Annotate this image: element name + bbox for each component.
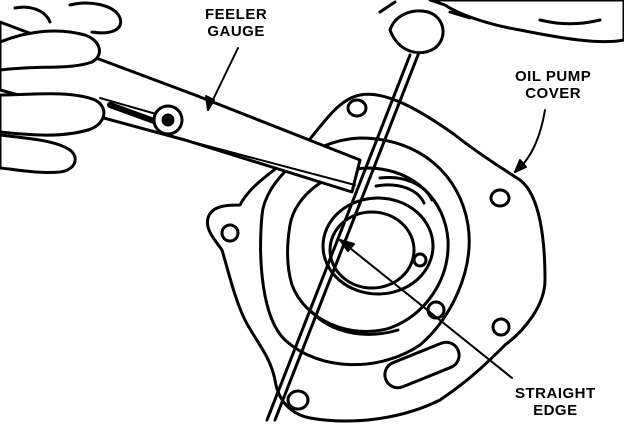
oil-pump-cover-label: OIL PUMP COVER [515,68,592,102]
bolt-hole [412,252,428,268]
lower-slot [310,310,400,336]
feeler-gauge [0,20,362,194]
straight-edge-label: STRAIGHT EDGE [515,385,596,419]
center-bore [321,196,435,296]
cover-inner-step [259,136,471,367]
leader-lines [205,47,546,379]
cover-outline [205,92,547,423]
feeler-gauge-label: FEELER GAUGE [205,6,268,40]
left-hand [0,1,123,174]
bolt-hole [220,223,240,243]
bolt-hole [346,98,368,118]
bolt-hole [286,389,310,411]
right-hand [378,0,624,55]
oval-slot [383,340,461,390]
center-bore-inner [328,210,416,290]
bolt-hole [491,317,511,337]
straight-edge [265,53,420,422]
bolt-hole [426,300,446,320]
straight-edge-leader [339,239,513,379]
gauge-blade [0,20,362,194]
bolt-hole [489,188,511,208]
crescent-slot [378,175,434,202]
